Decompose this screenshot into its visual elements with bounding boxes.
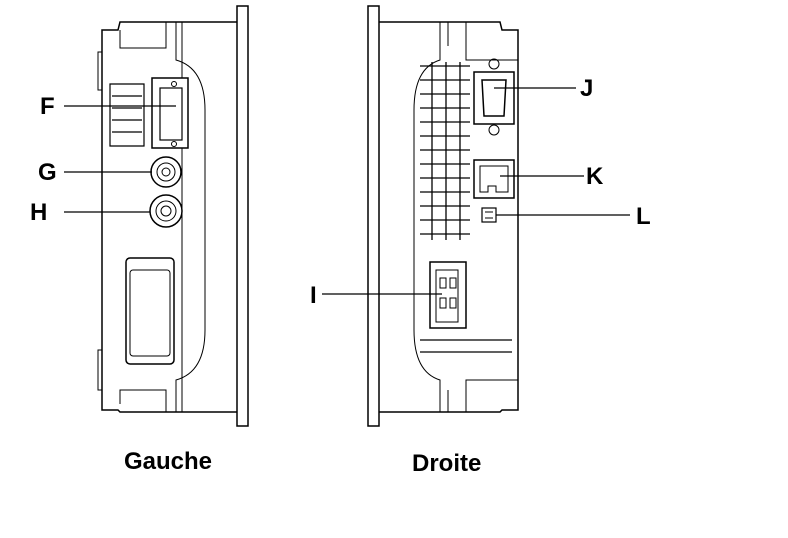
dip-switch-connector	[481, 207, 497, 223]
right-front-bezel	[367, 5, 380, 427]
ethernet-port-connector	[473, 159, 515, 199]
left-housing	[101, 21, 237, 413]
callout-k: K	[586, 163, 604, 190]
left-vent-slots	[109, 83, 145, 147]
callout-j: J	[580, 75, 593, 102]
callout-l: L	[636, 203, 651, 230]
audio-jack-connector	[150, 156, 182, 188]
callout-h: H	[30, 199, 47, 226]
serial-port-connector	[473, 58, 515, 136]
caption-left: Gauche	[124, 448, 212, 475]
callout-i: I	[310, 282, 317, 309]
right-housing	[379, 21, 519, 413]
power-jack-connector	[149, 194, 183, 228]
right-side-view	[322, 5, 630, 427]
callout-g: G	[38, 159, 57, 186]
card-slot-connector	[151, 77, 189, 149]
left-side-view	[64, 5, 249, 427]
caption-right: Droite	[412, 450, 481, 477]
left-front-bezel	[236, 5, 249, 427]
left-lower-cutout	[125, 257, 175, 365]
callout-f: F	[40, 93, 55, 120]
right-vent-grid	[420, 62, 512, 353]
power-terminal-connector	[429, 261, 467, 329]
